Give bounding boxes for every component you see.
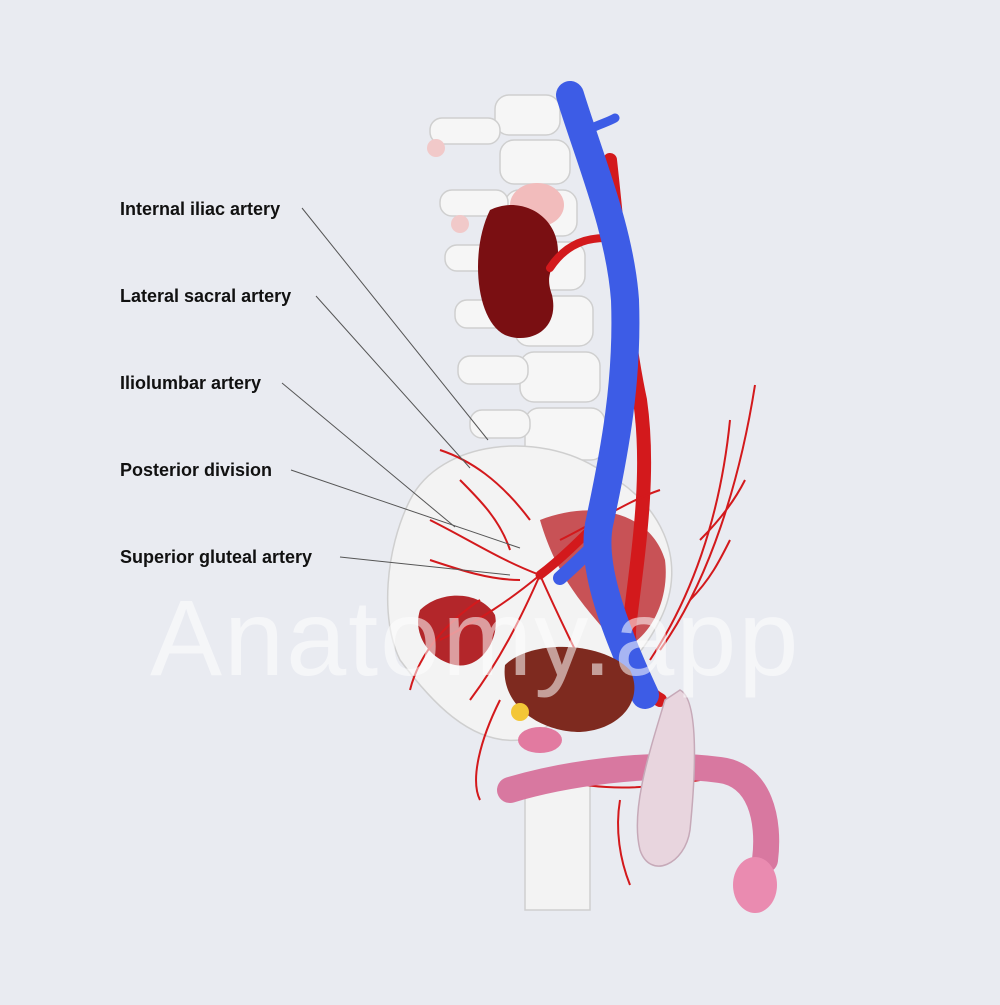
- leader-line-lateral-sacral: [315, 295, 471, 469]
- seminal-vesicle: [511, 703, 529, 721]
- kidney: [478, 205, 559, 339]
- label-lateral-sacral-artery: Lateral sacral artery: [120, 286, 292, 306]
- arterial-branches: [409, 384, 756, 886]
- label-iliolumbar-artery: Iliolumbar artery: [120, 373, 262, 393]
- label-superior-gluteal-artery: Superior gluteal artery: [120, 547, 313, 567]
- glans: [733, 857, 777, 913]
- rib-ends: [427, 139, 469, 233]
- leader-line-iliolumbar: [281, 382, 456, 528]
- renal-vein: [587, 113, 620, 133]
- label-posterior-division: Posterior division: [120, 460, 273, 480]
- prostate: [518, 727, 562, 753]
- leader-line-internal-iliac: [301, 207, 489, 441]
- penis: [497, 753, 780, 873]
- leader-line-superior-gluteal: [339, 556, 511, 576]
- common-iliac-vein: [553, 533, 607, 585]
- leader-line-posterior-division: [290, 469, 521, 549]
- inferior-vena-cava: [556, 81, 659, 709]
- label-internal-iliac-artery: Internal iliac artery: [120, 199, 281, 219]
- watermark: Anatomy.app: [150, 577, 801, 698]
- testis: [636, 689, 696, 867]
- renal-artery: [546, 234, 609, 272]
- urinary-bladder: [504, 646, 635, 732]
